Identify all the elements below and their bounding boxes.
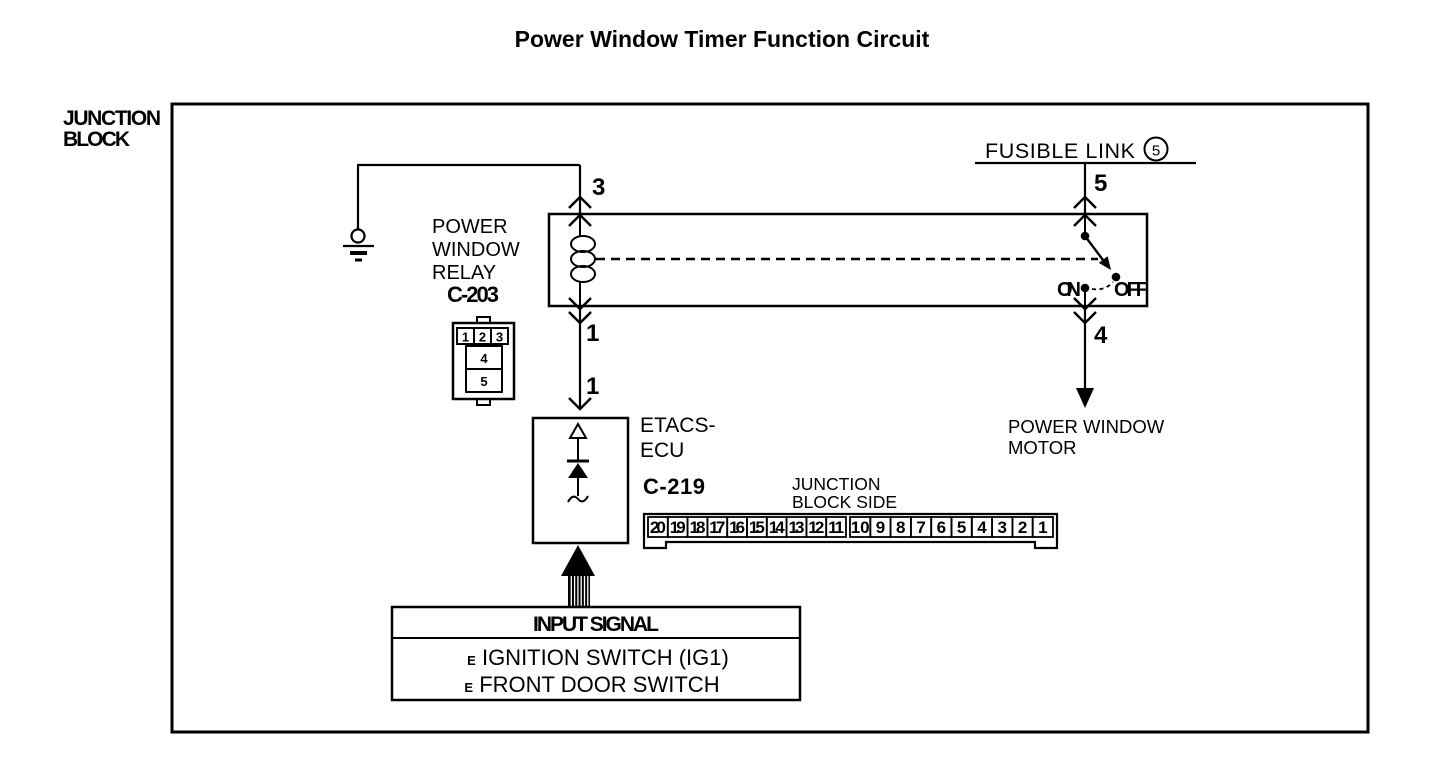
fusible-link-circle-icon	[1143, 136, 1169, 162]
relay-pin-2: 2	[479, 330, 486, 345]
strip-pin: 18	[690, 518, 706, 537]
connector-chevrons-top	[568, 195, 1097, 227]
relay-switch-icon	[1080, 214, 1121, 306]
input-signal-header: INPUT SIGNAL	[533, 613, 659, 636]
strip-pin: 20	[650, 518, 666, 537]
strip-pin: 2	[1018, 518, 1027, 537]
input-signal-arrow-icon	[561, 545, 595, 607]
etacs-internal-diode-icon	[567, 421, 589, 503]
fusible-link-label: FUSIBLE LINK	[985, 139, 1136, 163]
relay-name-line3: RELAY	[432, 262, 496, 284]
strip-pin: 5	[957, 518, 966, 537]
etacs-connector-code: C-219	[643, 474, 705, 499]
input-signal-box: INPUT SIGNAL E IGNITION SWITCH (IG1) E F…	[390, 605, 802, 702]
motor-label-line2: MOTOR	[1008, 437, 1077, 458]
strip-pin: 11	[828, 518, 844, 537]
terminal-3-label: 3	[592, 174, 605, 201]
strip-pin: 9	[876, 518, 885, 537]
connector-chevrons-bottom	[568, 297, 1097, 411]
strip-pin: 13	[789, 518, 805, 537]
junction-block-outline	[170, 102, 1370, 734]
relay-pin-4: 4	[480, 351, 488, 366]
junction-block-label-line2: BLOCK	[63, 128, 130, 151]
relay-pin-1: 1	[462, 330, 469, 345]
power-window-relay-box	[547, 212, 1149, 308]
relay-switch-on-label: ON	[1057, 279, 1081, 301]
input-signal-item-prefix: E	[464, 680, 473, 695]
relay-pin-5: 5	[480, 374, 487, 389]
etacs-name-line2: ECU	[640, 439, 684, 462]
terminal-1-label-lower: 1	[586, 373, 599, 400]
strip-pin: 17	[709, 518, 725, 537]
relay-coil-icon	[570, 214, 596, 306]
relay-connector-pin-diagram: 1 2 3 4 5	[451, 316, 516, 406]
input-signal-item-label: FRONT DOOR SWITCH	[479, 672, 719, 697]
ground-symbol-icon	[343, 165, 374, 262]
motor-arrow-icon	[1076, 388, 1094, 408]
terminal-1-label-upper: 1	[586, 320, 599, 347]
strip-pin: 7	[916, 518, 925, 537]
input-signal-item: E FRONT DOOR SWITCH	[464, 672, 719, 697]
strip-pin: 16	[729, 518, 745, 537]
motor-label-line1: POWER WINDOW	[1008, 416, 1165, 437]
strip-pin: 10	[851, 518, 870, 537]
fusible-link-circle-number: 5	[1152, 143, 1160, 160]
strip-pin: 3	[998, 518, 1007, 537]
input-signal-item-prefix: E	[467, 653, 476, 668]
strip-pin: 8	[896, 518, 905, 537]
relay-name-line1: POWER	[432, 216, 508, 238]
strip-pin: 1	[1038, 518, 1047, 537]
strip-pin: 14	[769, 518, 786, 537]
strip-pin: 15	[749, 518, 765, 537]
strip-pin: 6	[937, 518, 946, 537]
relay-pin-3: 3	[496, 330, 503, 345]
terminal-5-label: 5	[1094, 170, 1107, 197]
strip-pin: 12	[808, 518, 824, 537]
terminal-4-label: 4	[1094, 322, 1108, 349]
input-signal-item: E IGNITION SWITCH (IG1)	[467, 645, 729, 670]
strip-pin: 19	[670, 518, 686, 537]
junction-block-label-line1: JUNCTION	[63, 107, 161, 130]
relay-switch-off-label: OFF	[1114, 279, 1148, 301]
junction-block-side-line1: JUNCTION	[792, 474, 880, 494]
relay-connector-code: C-203	[447, 282, 499, 307]
strip-pin: 4	[977, 518, 987, 537]
diagram-title: Power Window Timer Function Circuit	[515, 26, 930, 52]
relay-name-line2: WINDOW	[432, 239, 520, 261]
junction-block-side-line2: BLOCK SIDE	[792, 492, 897, 512]
etacs-ecu-box	[531, 416, 630, 545]
etacs-name-line1: ETACS-	[640, 414, 715, 437]
input-signal-item-label: IGNITION SWITCH (IG1)	[482, 645, 729, 670]
fusible-link: FUSIBLE LINK 5	[975, 136, 1196, 165]
etacs-connector-strip: 20 19 18 17 16 15 14 13 12 11 10 9 8 7 6…	[642, 512, 1059, 550]
